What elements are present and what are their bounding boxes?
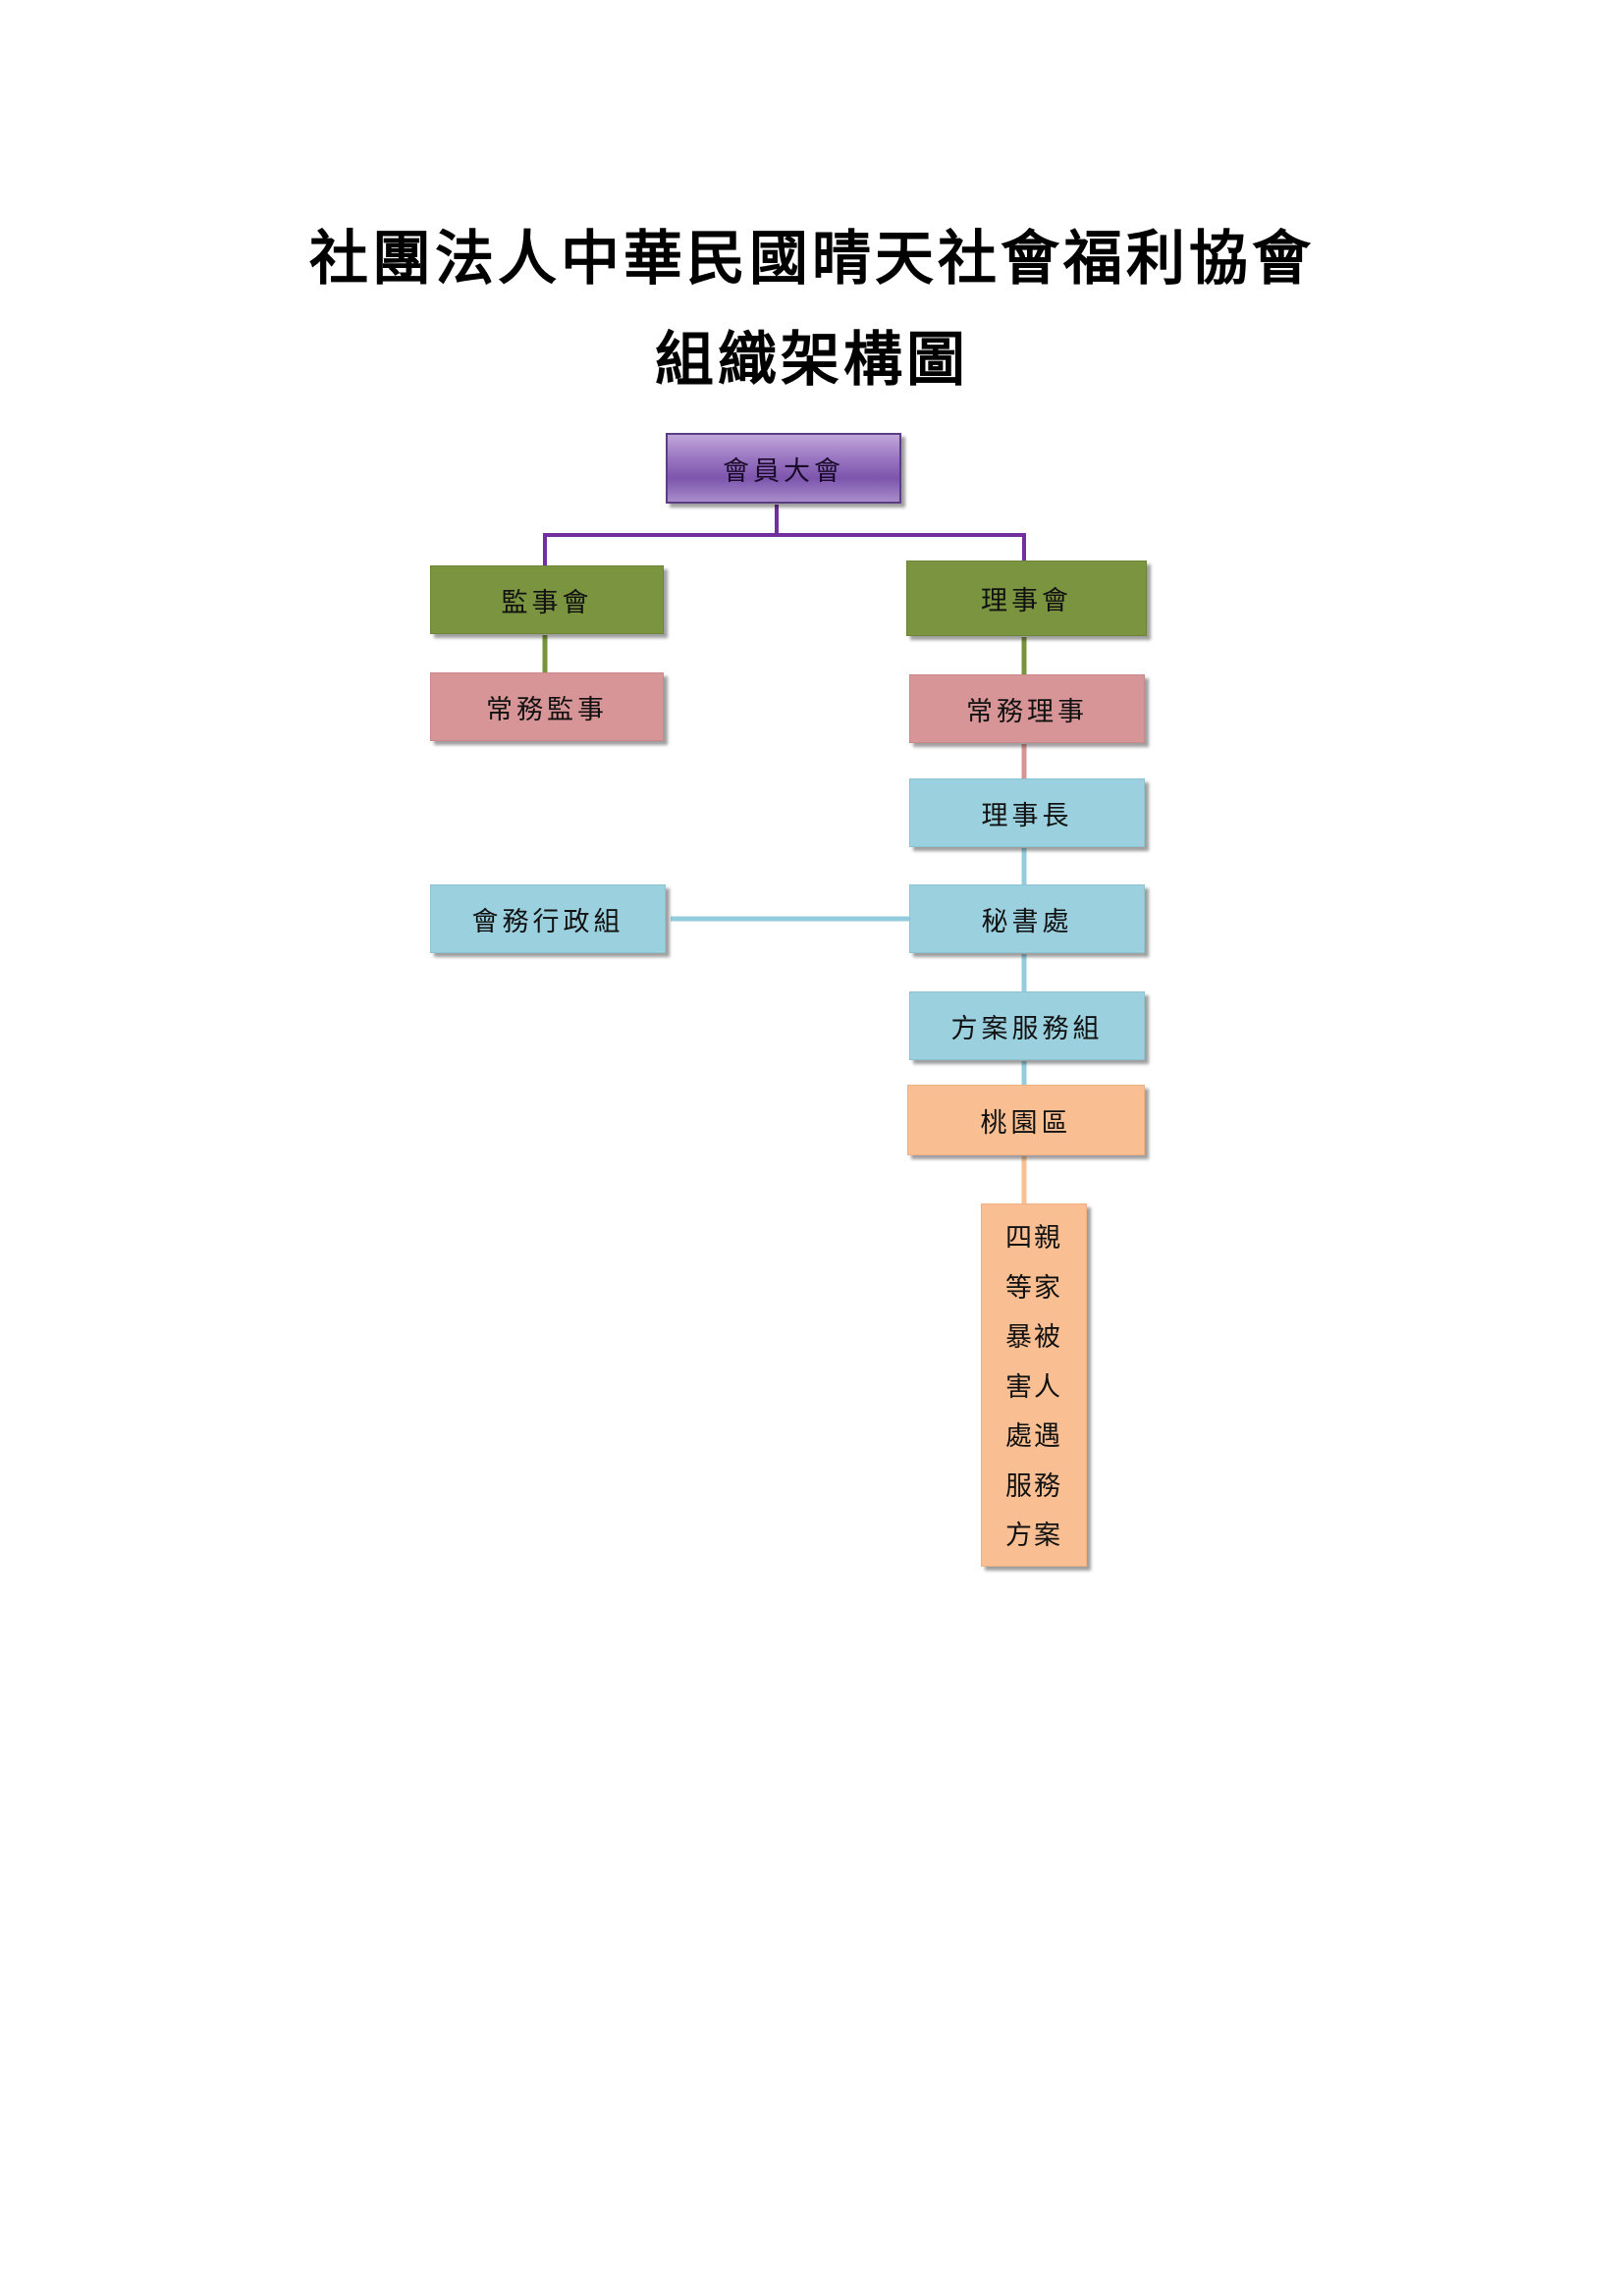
program-line-5: 處遇 [1005, 1421, 1062, 1452]
node-admin-group-label: 會務行政組 [471, 906, 624, 937]
node-standing-director: 常務理事 [909, 674, 1145, 743]
node-directors-board: 理事會 [906, 561, 1147, 636]
program-line-4: 害人 [1005, 1371, 1062, 1403]
program-line-6: 服務 [1005, 1470, 1062, 1502]
node-taoyuan-district-label: 桃園區 [980, 1107, 1072, 1139]
node-directors-board-label: 理事會 [981, 586, 1072, 616]
page-title: 社團法人中華民國晴天社會福利協會 [309, 225, 1315, 294]
node-taoyuan-district: 桃園區 [907, 1085, 1145, 1155]
node-supervisors-board-label: 監事會 [501, 587, 593, 618]
node-program-service-group-label: 方案服務組 [950, 1013, 1104, 1044]
node-chairman: 理事長 [909, 778, 1145, 847]
node-secretariat: 秘書處 [909, 884, 1145, 953]
node-program-detail: 四親 等家 暴被 害人 處遇 服務 方案 [981, 1203, 1087, 1567]
node-secretariat-label: 秘書處 [981, 906, 1073, 937]
node-supervisors-board: 監事會 [430, 565, 664, 634]
node-standing-supervisor-label: 常務監事 [486, 694, 608, 725]
program-line-3: 暴被 [1005, 1322, 1062, 1353]
node-chairman-label: 理事長 [981, 800, 1073, 831]
page-subtitle: 組織架構圖 [655, 326, 969, 395]
node-general-assembly: 會員大會 [666, 433, 901, 504]
program-line-2: 等家 [1005, 1272, 1062, 1304]
program-line-1: 四親 [1005, 1223, 1062, 1254]
node-program-service-group: 方案服務組 [909, 991, 1145, 1060]
node-standing-director-label: 常務理事 [966, 696, 1088, 727]
node-admin-group: 會務行政組 [430, 884, 666, 953]
node-standing-supervisor: 常務監事 [430, 672, 664, 741]
node-general-assembly-label: 會員大會 [723, 455, 844, 487]
program-line-7: 方案 [1005, 1521, 1062, 1551]
